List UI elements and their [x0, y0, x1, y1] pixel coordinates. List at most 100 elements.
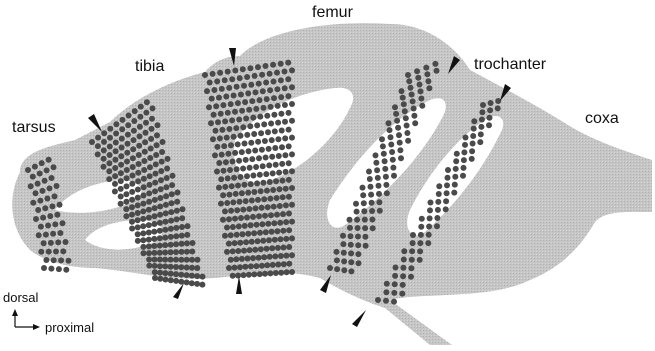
cell-dot — [140, 201, 146, 207]
cell-dot — [36, 232, 42, 238]
cell-dot — [217, 70, 223, 76]
cell-dot — [341, 267, 347, 273]
cell-dot — [101, 139, 107, 145]
cell-dot — [47, 213, 53, 219]
cell-dot — [409, 92, 415, 98]
cell-dot — [147, 164, 153, 170]
cell-dot — [130, 164, 136, 170]
cell-dot — [168, 209, 174, 215]
cell-dot — [240, 231, 246, 237]
cell-dot — [224, 249, 230, 255]
cell-dot — [158, 177, 164, 183]
cell-dot — [168, 242, 174, 248]
cell-dot — [149, 116, 155, 122]
cell-dot — [237, 199, 243, 205]
cell-dot — [391, 299, 397, 305]
cell-dot — [486, 122, 492, 128]
cell-dot — [255, 197, 261, 203]
cell-dot — [47, 185, 53, 191]
cell-dot — [247, 65, 253, 71]
cell-dot — [46, 249, 52, 255]
cell-dot — [269, 229, 275, 235]
cell-dot — [222, 184, 228, 190]
cell-dot — [281, 245, 287, 251]
cell-dot — [38, 249, 44, 255]
cell-dot — [222, 233, 228, 239]
cell-dot — [40, 188, 46, 194]
cell-dot — [215, 119, 221, 125]
cell-dot — [225, 151, 231, 157]
cell-dot — [272, 145, 278, 151]
cell-dot — [495, 98, 501, 104]
cell-dot — [375, 175, 381, 181]
cell-dot — [125, 122, 131, 128]
cell-dot — [135, 238, 141, 244]
cell-dot — [276, 153, 282, 159]
cell-dot — [60, 248, 66, 254]
cell-dot — [112, 165, 118, 171]
cell-dot — [408, 265, 414, 271]
cell-dot — [265, 204, 271, 210]
cell-dot — [271, 79, 277, 85]
cell-dot — [478, 124, 484, 130]
cell-dot — [143, 120, 149, 126]
orientation-axes — [12, 309, 40, 330]
cell-dot — [124, 175, 130, 181]
cell-dot — [33, 190, 39, 196]
cell-dot — [235, 183, 241, 189]
cell-dot — [153, 161, 159, 167]
cell-dot — [400, 273, 406, 279]
cell-dot — [414, 68, 420, 74]
cell-dot — [277, 220, 283, 226]
cell-dot — [157, 250, 163, 256]
cell-dot — [259, 263, 265, 269]
cell-dot — [267, 254, 273, 260]
cell-dot — [283, 219, 289, 225]
cell-dot — [221, 143, 227, 149]
cell-dot — [141, 184, 147, 190]
cell-dot — [158, 168, 164, 174]
cell-dot — [173, 249, 179, 255]
cell-dot — [289, 185, 295, 191]
cell-dot — [157, 235, 163, 241]
cell-dot — [60, 220, 66, 226]
cell-dot — [136, 152, 142, 158]
cell-dot — [257, 114, 263, 120]
cell-dot — [386, 120, 392, 126]
cell-dot — [267, 270, 273, 276]
bottom-marker-1 — [173, 283, 184, 299]
cell-dot — [270, 62, 276, 68]
cell-dot — [144, 99, 150, 105]
cell-dot — [262, 138, 268, 144]
cell-dot — [219, 127, 225, 133]
cell-dot — [152, 269, 158, 275]
cell-dot — [168, 249, 174, 255]
cell-dot — [479, 109, 485, 115]
cell-dot — [214, 169, 220, 175]
cell-dot — [247, 123, 253, 129]
cell-dot — [162, 250, 168, 256]
cell-dot — [398, 155, 404, 161]
cell-dot — [289, 269, 295, 275]
cell-dot — [238, 133, 244, 139]
cell-dot — [243, 116, 249, 122]
cell-dot — [432, 61, 438, 67]
cell-dot — [393, 265, 399, 271]
cell-dot — [251, 189, 257, 195]
cell-dot — [152, 257, 158, 263]
cell-dot — [168, 257, 174, 263]
cell-dot — [434, 68, 440, 74]
cell-dot — [126, 113, 132, 119]
cell-dot — [229, 76, 235, 82]
cell-dot — [146, 222, 152, 228]
cell-dot — [28, 183, 34, 189]
cell-dot — [173, 233, 179, 239]
cell-dot — [453, 158, 459, 164]
cell-dot — [216, 185, 222, 191]
cell-dot — [162, 263, 168, 269]
cell-dot — [173, 264, 179, 270]
cell-dot — [409, 248, 415, 254]
cell-dot — [327, 265, 333, 271]
cell-dot — [411, 106, 417, 112]
cell-dot — [355, 225, 361, 231]
